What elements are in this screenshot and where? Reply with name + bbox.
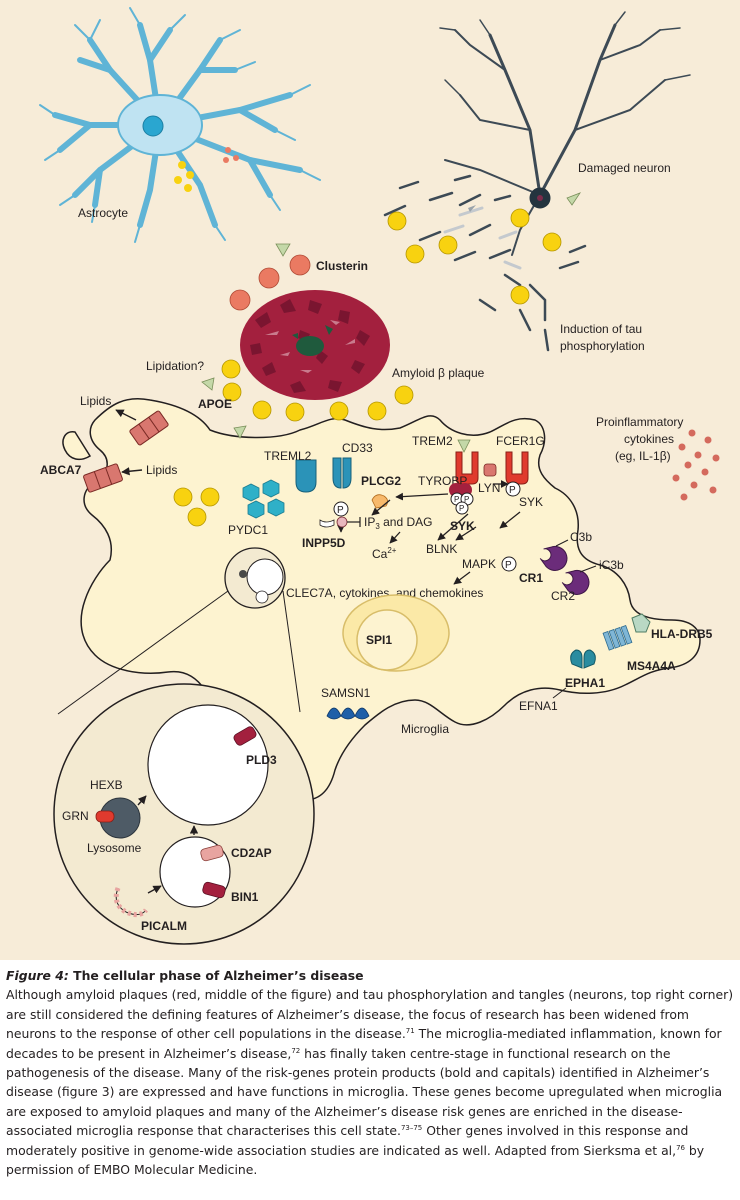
c3b-label: C3b <box>570 530 592 544</box>
damaged-neuron <box>440 12 690 255</box>
amyloid-plaque <box>240 290 390 400</box>
vesicle-zoom-source <box>225 548 285 608</box>
pld3-label: PLD3 <box>246 753 277 767</box>
clusterin-triangle-icon <box>276 244 290 256</box>
samsn1-label: SAMSN1 <box>321 686 371 700</box>
cr2-label: CR2 <box>551 589 575 603</box>
svg-text:P: P <box>459 504 464 513</box>
p-circle-cd33: P <box>334 502 348 516</box>
treml2-receptor <box>296 460 316 492</box>
tau-label-line1: Induction of tau <box>560 322 642 336</box>
spi1-label: SPI1 <box>366 633 392 647</box>
caption-ref-1: 71 <box>406 1027 415 1035</box>
bin1-label: BIN1 <box>231 890 259 904</box>
svg-text:P: P <box>505 560 512 571</box>
ip3-dag-label: IP3 and DAG <box>364 515 433 531</box>
treml2-label: TREML2 <box>264 449 312 463</box>
lipids-top-label: Lipids <box>80 394 111 408</box>
damaged-neuron-label: Damaged neuron <box>578 161 671 175</box>
caption-ref-4: 76 <box>676 1144 685 1152</box>
caption-figure-label: Figure 4: <box>6 968 69 983</box>
mapk-label: MAPK <box>462 557 496 571</box>
clusterin-label: Clusterin <box>316 259 368 273</box>
epha1-label: EPHA1 <box>565 676 605 690</box>
cd2ap-label: CD2AP <box>231 846 272 860</box>
trem2-label: TREM2 <box>412 434 453 448</box>
apoe-label: APOE <box>198 397 232 411</box>
tau-label-line2: phosphorylation <box>560 339 645 353</box>
ms4a4a-label: MS4A4A <box>627 659 676 673</box>
samsn1-proteins <box>327 708 369 719</box>
ic3b-label: iC3b <box>599 558 624 572</box>
hexb-label: HEXB <box>90 778 123 792</box>
lipidation-label: Lipidation? <box>146 359 204 373</box>
amyloid-plaque-label: Amyloid β plaque <box>392 366 485 380</box>
blnk-label: BLNK <box>426 542 457 556</box>
grn-label: GRN <box>62 809 89 823</box>
plcg2-label: PLCG2 <box>361 474 401 488</box>
astrocyte-label: Astrocyte <box>78 206 128 220</box>
inpp5d-label: INPP5D <box>302 536 346 550</box>
p-circle-fcer1g: P <box>506 482 520 496</box>
microglia-label: Microglia <box>401 722 449 736</box>
caption-ref-3: 73–75 <box>401 1124 422 1132</box>
caption-ref-2: 72 <box>291 1047 300 1055</box>
lyn-kinase <box>484 464 496 476</box>
efna1-label: EFNA1 <box>519 699 558 713</box>
svg-text:P: P <box>509 485 516 496</box>
cr1-label: CR1 <box>519 571 543 585</box>
hla-drb5-label: HLA-DRB5 <box>651 627 713 641</box>
cytokines-label-line3: (eg, IL-1β) <box>615 449 671 463</box>
cytokine-dots <box>673 430 720 501</box>
lyn-label: LYN <box>478 481 500 495</box>
svg-text:P: P <box>464 495 469 504</box>
cd33-label: CD33 <box>342 441 373 455</box>
fcer1g-label: FCER1G <box>496 434 545 448</box>
svg-text:P: P <box>454 495 459 504</box>
diagram-canvas: Astrocyte Damaged neuron Induction of ta… <box>0 0 740 960</box>
picalm-label: PICALM <box>141 919 187 933</box>
vesicle-zoom-detail <box>54 684 314 944</box>
figure-caption: Figure 4: The cellular phase of Alzheime… <box>6 966 734 1179</box>
cytokines-label-line2: cytokines <box>624 432 674 446</box>
abca7-label: ABCA7 <box>40 463 82 477</box>
svg-text:P: P <box>337 505 344 516</box>
neuron-triangle-icon <box>567 193 580 205</box>
syk-right-label: SYK <box>519 495 543 509</box>
nucleus <box>343 595 449 671</box>
cytokines-label-line1: Proinflammatory <box>596 415 683 429</box>
microglia-protrusion-left <box>63 432 90 460</box>
figure-diagram: Astrocyte Damaged neuron Induction of ta… <box>0 0 740 960</box>
lysosome-label: Lysosome <box>87 841 142 855</box>
lipids-mid-label: Lipids <box>146 463 177 477</box>
caption-title-text: The cellular phase of Alzheimer’s diseas… <box>69 968 364 983</box>
caption-title: Figure 4: The cellular phase of Alzheime… <box>6 966 734 985</box>
p-circle-mapk: P <box>502 557 516 571</box>
pydc1-label: PYDC1 <box>228 523 268 537</box>
